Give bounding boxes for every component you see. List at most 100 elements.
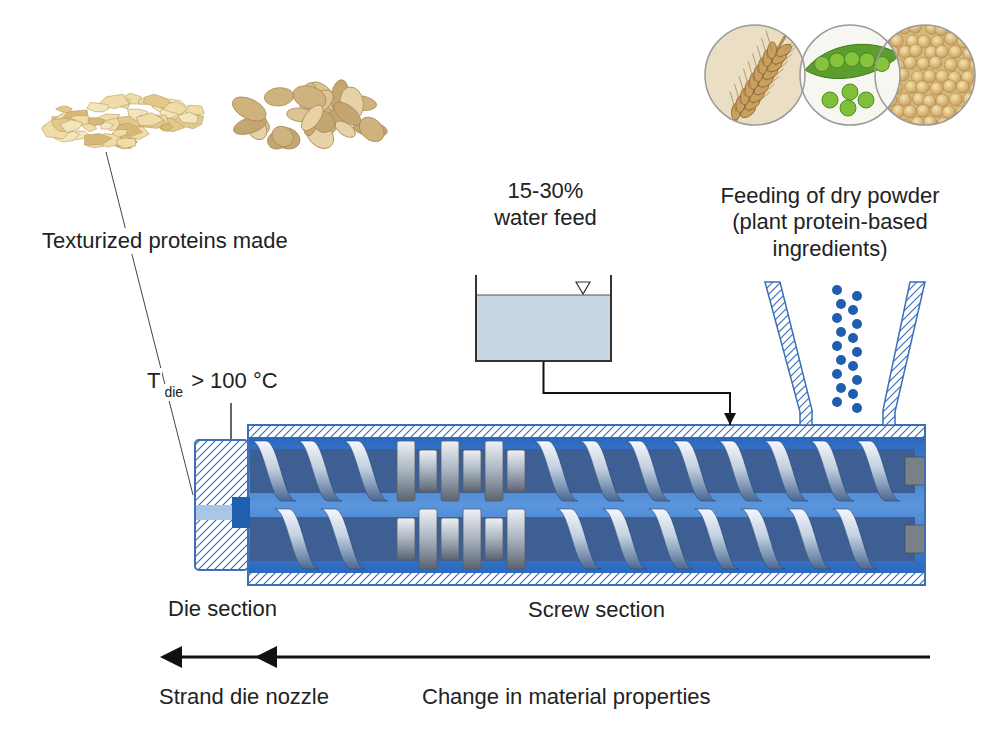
screw: [250, 441, 925, 501]
kneading-disc: [485, 518, 503, 560]
barrel-outline: [248, 425, 925, 585]
kneading-disc: [485, 441, 503, 501]
ingredient-pictures: [705, 20, 984, 132]
node-heading: Feeding of dry powder (plant protein-bas…: [699, 183, 961, 262]
powder-dot: [848, 333, 858, 343]
feed-hopper: Feeding of dry powder (plant protein-bas…: [765, 282, 925, 425]
powder-dot: [848, 305, 858, 315]
screw-flight: [580, 441, 624, 501]
kneading-disc: [419, 509, 437, 569]
temperature-symbol: T: [145, 368, 162, 394]
powder-dot: [852, 319, 862, 329]
die-channel: [196, 505, 234, 520]
powder-dot: [832, 341, 842, 351]
barrel-interior: [248, 437, 925, 573]
pea-picture: [800, 25, 900, 125]
temperature-value: > 100 °C: [189, 368, 279, 394]
ingredient-circle: [800, 25, 900, 125]
water-pipe: [544, 362, 731, 425]
protein-flake: [117, 138, 136, 149]
powder-dot: [832, 397, 842, 407]
protein-flake: [84, 134, 111, 145]
screw-flight: [856, 441, 900, 501]
ingredient-circle: [705, 25, 805, 125]
powder-dot: [836, 355, 846, 365]
die-nozzle: [232, 497, 250, 528]
screw-flight: [275, 509, 319, 569]
powder-dot: [832, 285, 842, 295]
kneading-disc: [397, 441, 415, 501]
protein-chunk: [330, 98, 365, 130]
screw-flight: [695, 509, 739, 569]
protein-flake: [143, 94, 170, 108]
protein-chunk: [268, 122, 297, 151]
screw-flight: [833, 509, 877, 569]
wheat-picture: [705, 25, 806, 130]
texturized-protein-pictures: [41, 77, 389, 154]
protein-flake: [178, 112, 199, 123]
screw-flight: [672, 441, 716, 501]
protein-flake: [56, 106, 73, 112]
ingredient-circle: [875, 25, 975, 125]
powder-dot: [836, 299, 846, 309]
screw-flight: [344, 441, 388, 501]
water-tank: 15-30% water feed: [475, 275, 612, 362]
kneading-disc: [441, 441, 459, 501]
protein-chunk: [229, 92, 270, 126]
powder-dot: [852, 291, 862, 301]
screw-flight: [787, 509, 831, 569]
protein-chunk: [264, 86, 295, 107]
powder-dot: [836, 327, 846, 337]
barrel-wall: [248, 573, 925, 585]
powder-dot: [848, 389, 858, 399]
protein-flake: [112, 129, 127, 137]
kneading-disc: [507, 509, 525, 569]
screw-flight: [321, 509, 365, 569]
tank-shape: [475, 275, 612, 362]
extruder-barrel: Screw section: [248, 425, 925, 585]
powder-dot: [852, 403, 862, 413]
powder-dot: [852, 347, 862, 357]
kneading-disc: [463, 450, 481, 492]
kneading-disc: [441, 518, 459, 560]
protein-flake: [60, 120, 82, 133]
temperature-tick: [230, 403, 232, 440]
screw-flight: [626, 441, 670, 501]
screw-flight: [298, 441, 342, 501]
powder-dot: [852, 375, 862, 385]
die-block: Die section: [195, 440, 250, 570]
powder-dot: [836, 383, 846, 393]
powder-dot: [848, 361, 858, 371]
axis-label: Change in material properties: [420, 684, 713, 710]
screw: [250, 509, 925, 569]
protein-flake: [87, 102, 109, 111]
screw-flight: [252, 441, 296, 501]
node-heading: Die section: [138, 596, 308, 622]
leader-line: [106, 152, 193, 495]
screw-flight: [603, 509, 647, 569]
flow-arrowhead: [160, 646, 182, 668]
kneading-disc: [463, 509, 481, 569]
screw-flight: [649, 509, 693, 569]
kneading-disc: [397, 518, 415, 560]
barrel-wall: [248, 425, 925, 437]
protein-flake: [136, 113, 163, 126]
screw-flight: [534, 441, 578, 501]
temperature-subscript: die: [162, 384, 185, 401]
node-heading: 15-30% water feed: [486, 178, 606, 231]
screw-flight: [557, 509, 601, 569]
kneading-disc: [507, 450, 525, 492]
protein-flake: [88, 118, 105, 126]
screw-flight: [718, 441, 762, 501]
protein-chunk: [297, 101, 327, 134]
picture-caption: Texturized proteins made: [40, 228, 290, 254]
screw-flight: [764, 441, 808, 501]
screw-flight: [741, 509, 785, 569]
section-label: Strand die nozzle: [157, 684, 331, 710]
powder-dot: [832, 313, 842, 323]
hopper-shape: [765, 282, 925, 425]
twin-screws: [250, 441, 925, 569]
kneading-disc: [419, 450, 437, 492]
powder-dot: [832, 369, 842, 379]
flow-arrow-line: [170, 656, 930, 659]
